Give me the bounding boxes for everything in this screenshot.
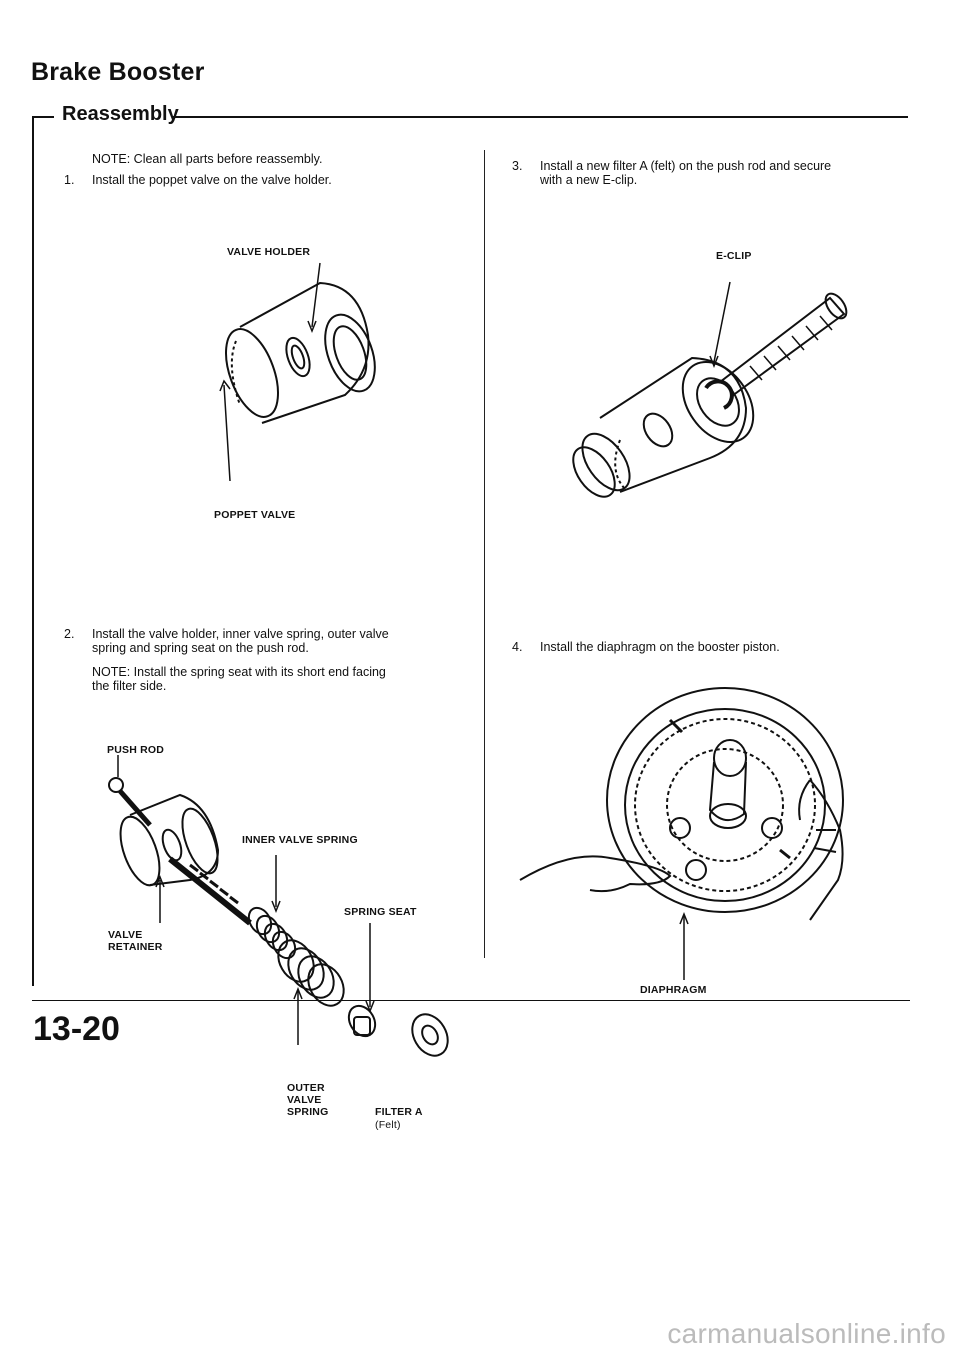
left-border-tick [32, 116, 54, 118]
label-outer-spring-3: SPRING [287, 1106, 329, 1118]
label-spring-seat: SPRING SEAT [344, 906, 417, 918]
label-outer-spring-1: OUTER [287, 1082, 325, 1094]
label-outer-spring-2: VALVE [287, 1094, 322, 1106]
step-3-line-1: Install a new filter A (felt) on the pus… [540, 159, 832, 173]
note-clean-parts: NOTE: Clean all parts before reassembly. [92, 152, 323, 166]
step-2-line-2: spring and spring seat on the push rod. [92, 641, 309, 655]
step-2-number: 2. [64, 627, 75, 641]
step-4-text: Install the diaphragm on the booster pis… [540, 640, 780, 654]
label-inner-valve-spring: INNER VALVE SPRING [242, 834, 358, 846]
label-valve-retainer-1: VALVE [108, 929, 143, 941]
label-e-clip: E-CLIP [716, 250, 752, 262]
label-valve-holder: VALVE HOLDER [227, 246, 311, 258]
step-4-number: 4. [512, 640, 523, 654]
figure-e-clip [572, 281, 848, 498]
subtitle-rule [172, 116, 908, 118]
label-valve-retainer-2: RETAINER [108, 941, 163, 953]
subsection-title: Reassembly [62, 103, 179, 125]
step-3-line-2: with a new E-clip. [540, 173, 638, 187]
label-poppet-valve: POPPET VALVE [214, 509, 296, 521]
label-diaphragm: DIAPHRAGM [640, 984, 707, 996]
footer-band [0, 1305, 960, 1358]
label-filter-felt: (Felt) [375, 1119, 401, 1131]
column-divider [484, 150, 485, 958]
section-title: Brake Booster [31, 58, 205, 86]
note-spring-seat-line-1: NOTE: Install the spring seat with its s… [92, 665, 386, 679]
left-border-rule [32, 116, 34, 986]
footer-watermark[interactable]: carmanualsonline.info [667, 1318, 946, 1349]
step-1-text: Install the poppet valve on the valve ho… [92, 173, 332, 187]
figure-diaphragm [519, 687, 844, 980]
step-3-number: 3. [512, 159, 523, 173]
note-spring-seat-line-2: the filter side. [92, 679, 167, 693]
figure-valve-holder [219, 262, 376, 482]
label-filter-a: FILTER A [375, 1106, 423, 1118]
figure-push-rod-assembly [108, 755, 449, 1057]
label-push-rod: PUSH ROD [107, 744, 165, 756]
page-number: 13-20 [33, 1010, 120, 1048]
step-2-line-1: Install the valve holder, inner valve sp… [92, 627, 389, 641]
bottom-rule [32, 1000, 910, 1001]
step-1-number: 1. [64, 173, 75, 187]
